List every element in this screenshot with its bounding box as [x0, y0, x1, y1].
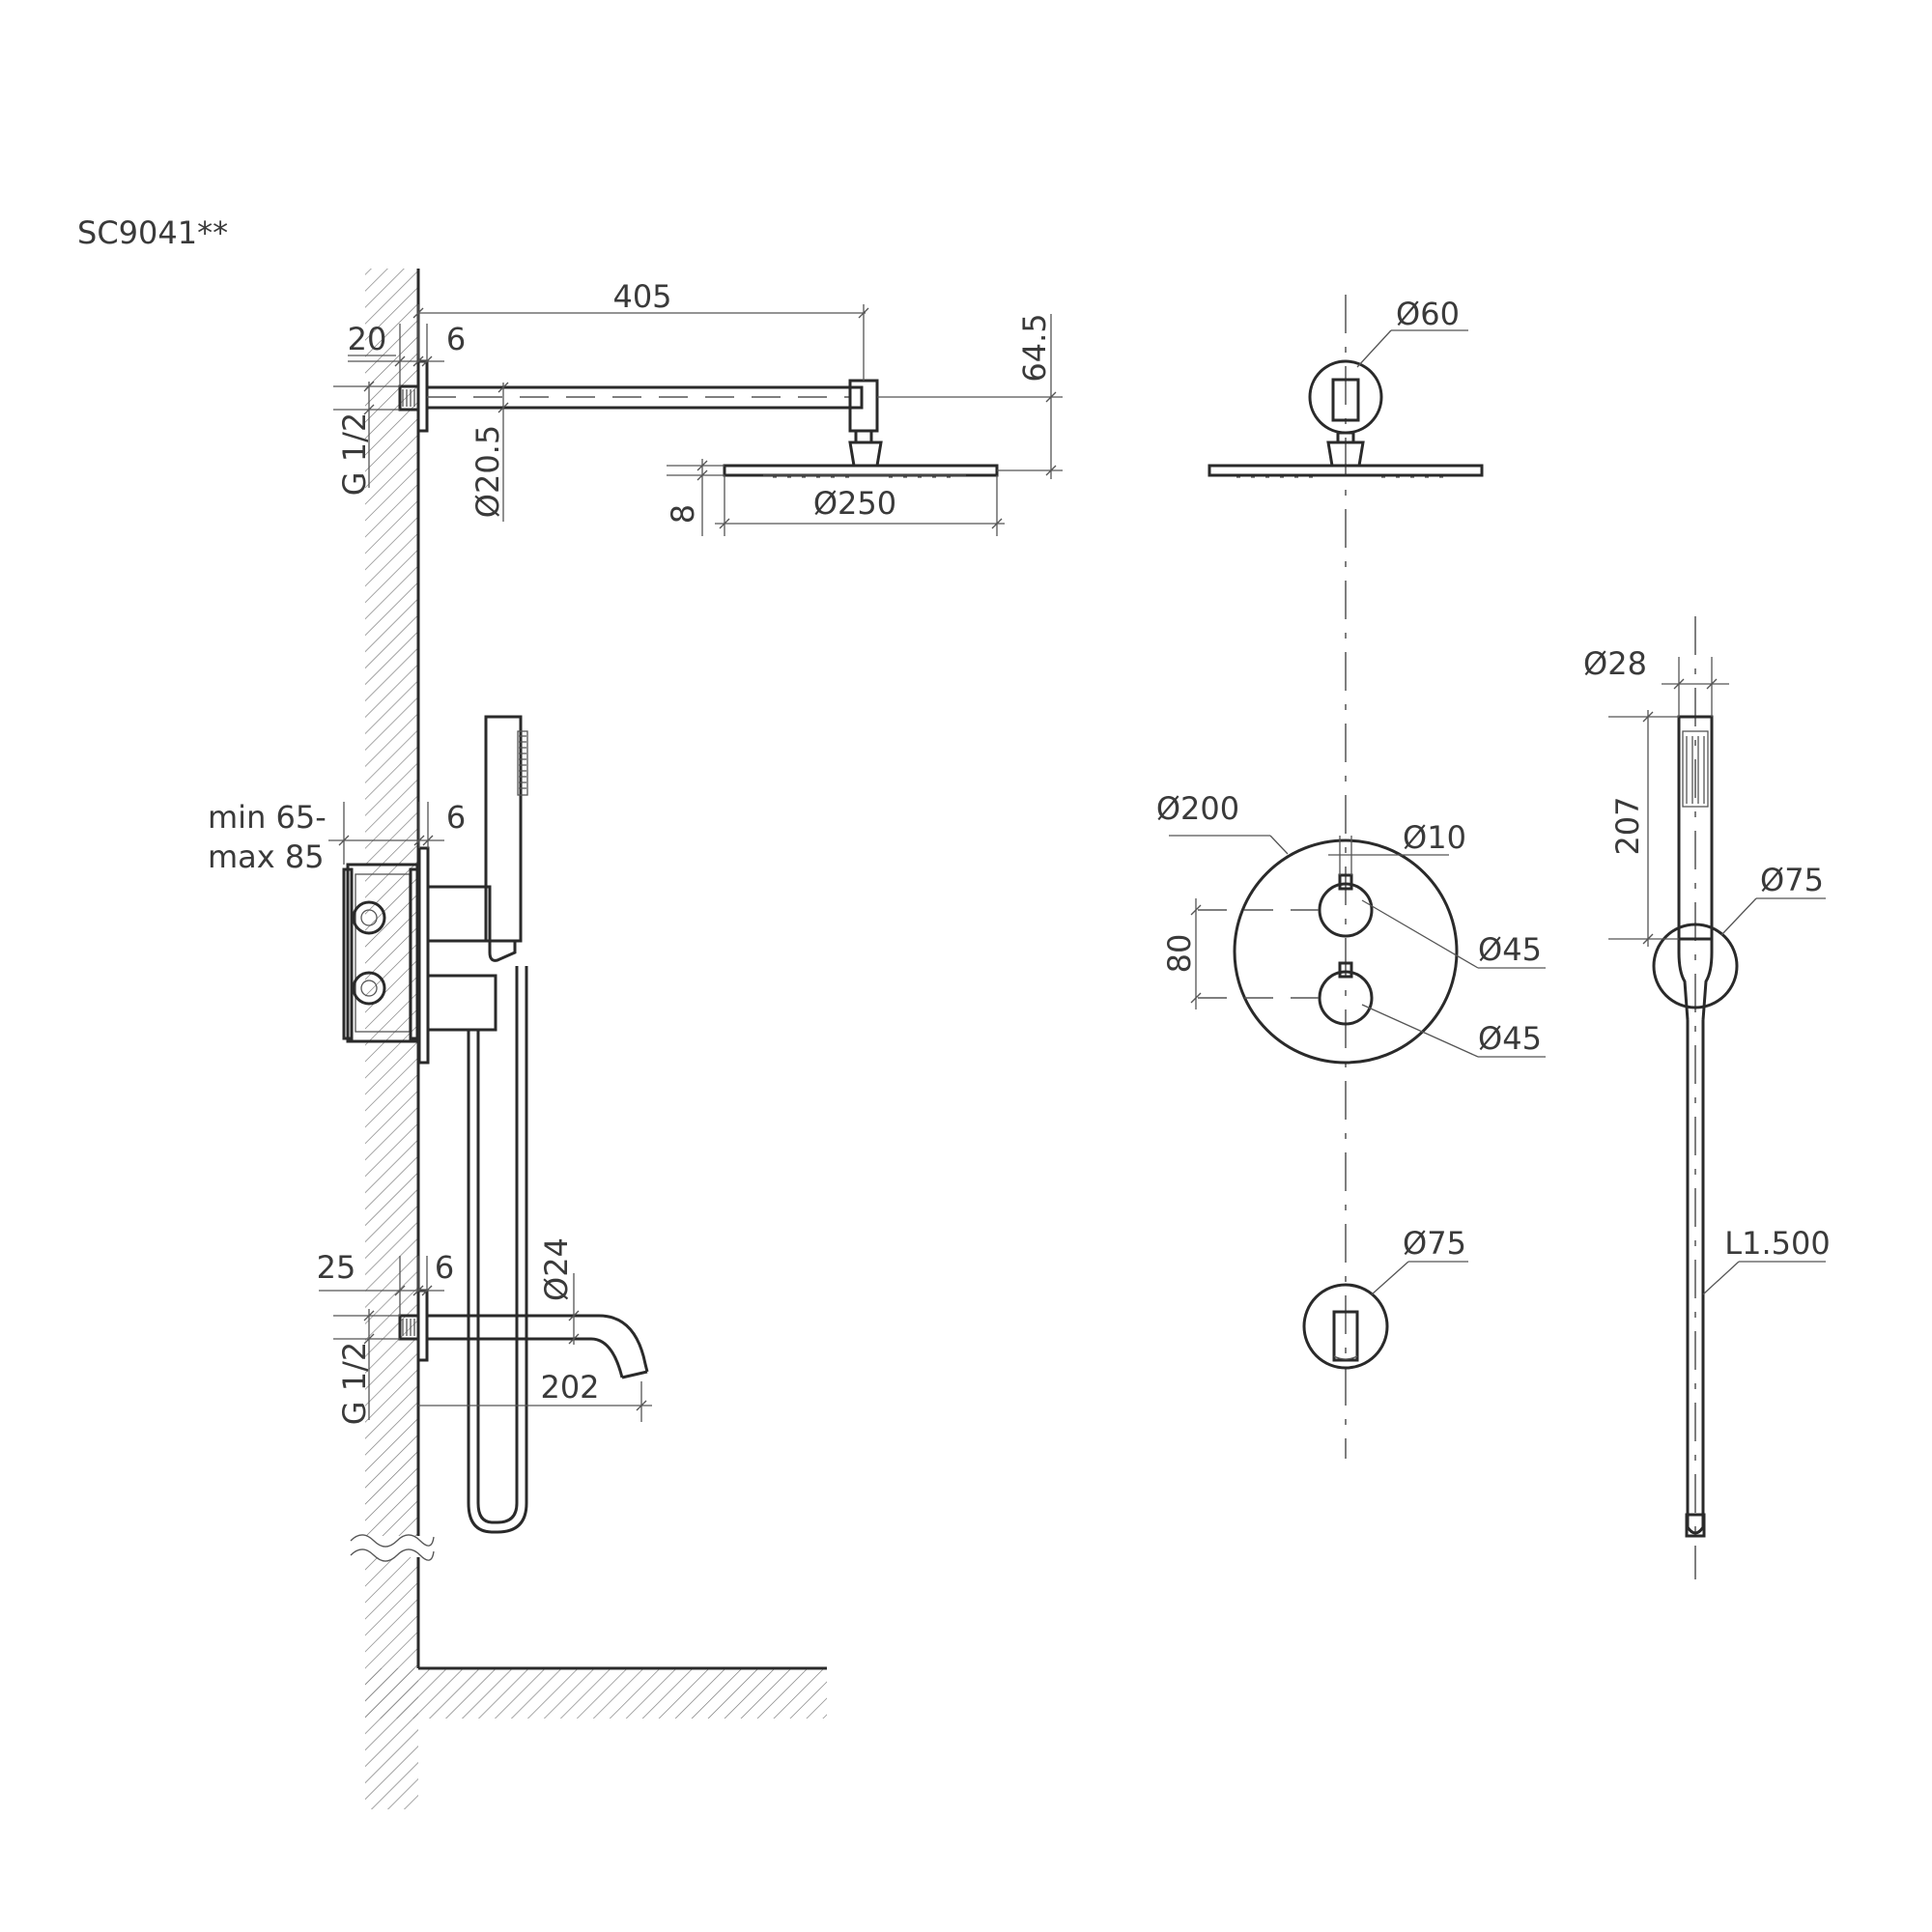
label-knob-lower-diameter: Ø45 — [1478, 1020, 1542, 1057]
label-spout-flange-right: 6 — [435, 1249, 454, 1286]
handshower-front-view — [1652, 616, 1739, 1579]
label-thread-top: G 1/2 — [336, 412, 373, 496]
label-drop-height: 64.5 — [1016, 313, 1053, 382]
label-head-diameter: Ø250 — [813, 485, 896, 522]
spout-front-view — [1302, 1283, 1389, 1370]
dim-spout-rose: Ø75 — [1371, 1225, 1468, 1295]
mixer-side-view — [342, 715, 528, 1534]
dim-flange-top: 20 6 — [348, 321, 466, 386]
dim-thread-bottom: G 1/2 — [333, 1309, 400, 1425]
dim-box-depth: min 65- max 85 6 — [208, 799, 466, 875]
dim-arm-length: 405 — [412, 278, 869, 381]
dim-arm-diameter: Ø20.5 — [469, 382, 509, 522]
dim-knob-lower: Ø45 — [1361, 1004, 1546, 1058]
label-hose-length: L1.500 — [1724, 1225, 1830, 1262]
dim-head-thickness: 8 — [665, 459, 724, 536]
label-handshower-length: 207 — [1609, 796, 1646, 855]
dim-spout-diameter: Ø24 — [538, 1237, 580, 1345]
dim-bracket-diameter: Ø75 — [1720, 862, 1826, 936]
label-box-flange: 6 — [446, 799, 466, 836]
label-knob-upper-diameter: Ø45 — [1478, 931, 1542, 968]
dim-spout-flange: 25 6 — [317, 1249, 454, 1316]
label-box-depth-max: max 85 — [208, 838, 325, 875]
label-box-depth-min: min 65- — [208, 799, 327, 836]
dim-hose-length: L1.500 — [1702, 1225, 1831, 1295]
dim-handshower-diameter: Ø28 — [1583, 645, 1729, 717]
label-bracket-diameter: Ø75 — [1760, 862, 1824, 898]
label-flange-right: 6 — [446, 321, 466, 357]
label-pin-diameter: Ø10 — [1403, 819, 1466, 856]
label-arm-length: 405 — [612, 278, 671, 315]
label-arm-diameter: Ø20.5 — [469, 425, 506, 518]
dim-handshower-length: 207 — [1608, 710, 1679, 947]
label-spout-length: 202 — [540, 1369, 599, 1406]
label-spout-rose-diameter: Ø75 — [1403, 1225, 1466, 1262]
label-head-thickness: 8 — [665, 504, 701, 524]
label-spout-diameter: Ø24 — [538, 1237, 575, 1301]
label-wall-flange-diameter: Ø60 — [1396, 296, 1460, 332]
spout-side — [398, 1289, 649, 1379]
label-knob-spacing: 80 — [1161, 934, 1198, 974]
dim-wall-flange: Ø60 — [1356, 296, 1468, 368]
dim-spout-length: 202 — [418, 1369, 652, 1422]
label-spout-flange-left: 25 — [317, 1249, 356, 1286]
label-thread-bottom: G 1/2 — [336, 1342, 373, 1425]
label-flange-left: 20 — [348, 321, 387, 357]
label-plate-diameter: Ø200 — [1156, 790, 1239, 827]
dim-drop-height: 64.5 — [877, 313, 1063, 479]
dim-head-diameter: Ø250 — [715, 475, 1005, 536]
mixer-front-view — [1198, 838, 1459, 1065]
dim-knob-upper: Ø45 — [1361, 899, 1546, 969]
model-title: SC9041** — [77, 214, 228, 251]
dim-knob-spacing: 80 — [1161, 898, 1202, 1009]
label-handshower-diameter: Ø28 — [1583, 645, 1647, 682]
dim-pin-diameter: Ø10 — [1328, 819, 1466, 875]
dim-plate-diameter: Ø200 — [1156, 790, 1289, 855]
dim-thread-top: G 1/2 — [333, 381, 400, 496]
